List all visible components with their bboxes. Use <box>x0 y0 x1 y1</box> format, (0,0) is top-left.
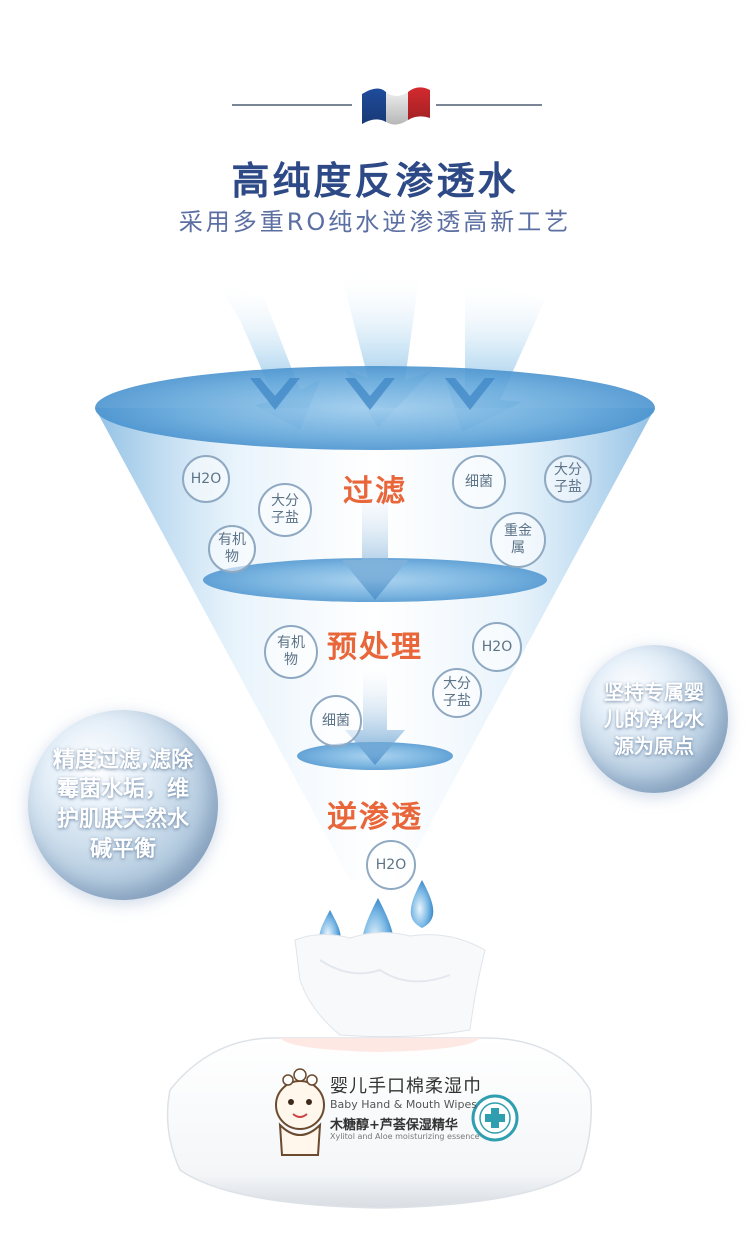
water-drop-icon <box>410 880 434 928</box>
callout-right-text: 坚持专属婴儿的净化水源为原点 <box>604 679 704 758</box>
france-flag-icon <box>362 87 430 125</box>
page-title: 高纯度反渗透水 <box>231 159 519 203</box>
stage-label-reverse-osmosis: 逆渗透 <box>327 800 423 835</box>
impurity-bubble: H2O <box>366 840 416 890</box>
stage-label-pretreatment: 预处理 <box>327 630 423 665</box>
product-tagline-cn: 木糖醇+芦荟保湿精华 <box>330 1118 458 1133</box>
impurity-bubble: 有机物 <box>264 625 318 679</box>
baby-mascot-icon <box>275 1068 325 1156</box>
impurity-bubble: 细菌 <box>452 455 506 509</box>
impurity-bubble: 有机物 <box>208 525 256 573</box>
impurity-bubble: 大分子盐 <box>258 483 312 537</box>
callout-left-text: 精度过滤,滤除霉菌水垢，维护肌肤天然水碱平衡 <box>52 747 194 862</box>
impurity-bubble: 重金属 <box>490 512 546 568</box>
product-tagline-en: Xylitol and Aloe moisturizing essence <box>330 1132 480 1141</box>
impurity-bubble: 细菌 <box>310 695 362 747</box>
wipes-package-illustration <box>166 932 592 1209</box>
medical-cross-badge-icon <box>471 1094 519 1142</box>
impurity-bubble: H2O <box>182 455 230 503</box>
header-rule-right <box>436 104 542 106</box>
stage-label-filter: 过滤 <box>343 474 407 509</box>
header-rule-left <box>232 104 352 106</box>
callout-sphere-right: 坚持专属婴儿的净化水源为原点 <box>580 645 728 793</box>
product-name-en: Baby Hand & Mouth Wipes <box>330 1098 477 1111</box>
page-subtitle: 采用多重RO纯水逆渗透高新工艺 <box>178 208 572 236</box>
callout-sphere-left: 精度过滤,滤除霉菌水垢，维护肌肤天然水碱平衡 <box>28 710 218 900</box>
impurity-bubble: 大分子盐 <box>432 668 482 718</box>
product-name-cn: 婴儿手口棉柔湿巾 <box>330 1076 482 1097</box>
impurity-bubble: 大分子盐 <box>544 455 592 503</box>
impurity-bubble: H2O <box>472 622 522 672</box>
